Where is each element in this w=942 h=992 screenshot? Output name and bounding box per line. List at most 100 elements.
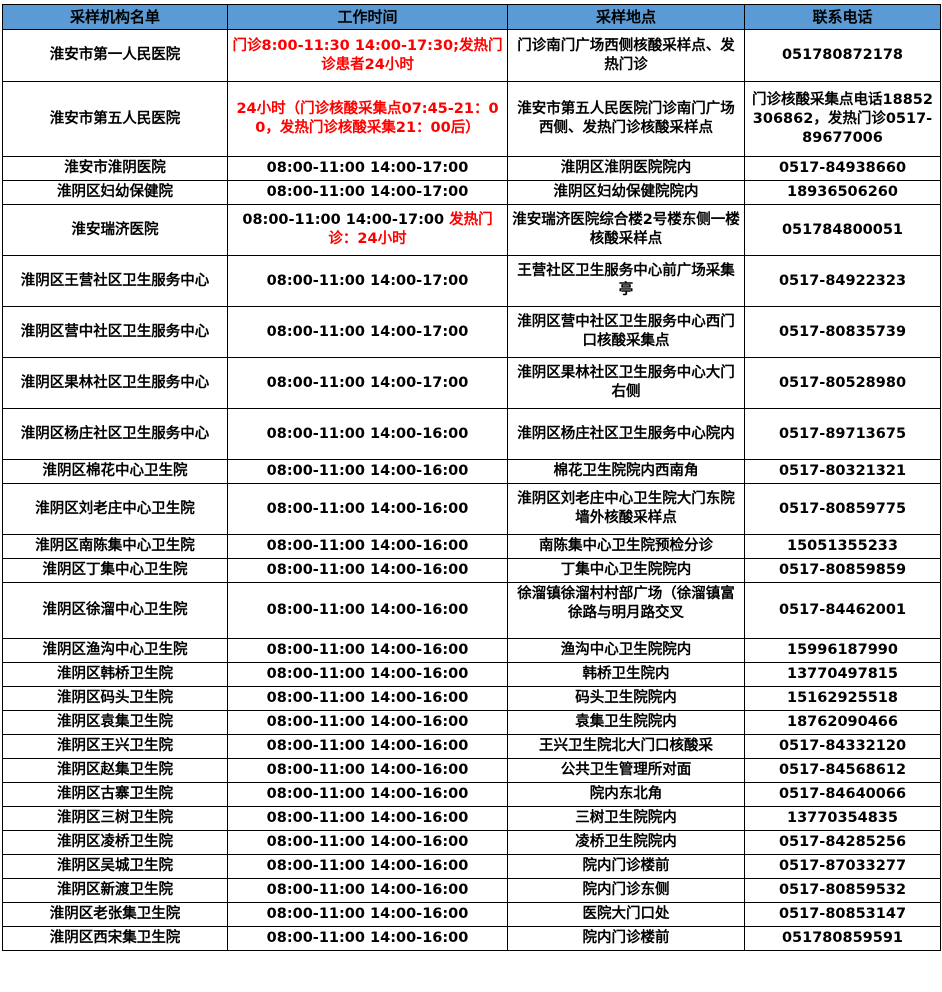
fever-clinic-hours: 发热门诊：24小时: [328, 212, 493, 247]
org-name: 淮阴区营中社区卫生服务中心: [2, 306, 228, 358]
contact-phone: 13770354835: [744, 806, 941, 831]
work-hours: 08:00-11:00 14:00-16:00: [227, 878, 508, 903]
work-hours-text: 08:00-11:00 14:00-16:00: [266, 834, 469, 850]
org-name: 淮阴区吴城卫生院: [2, 854, 228, 879]
work-hours-text: 08:00-11:00 14:00-16:00: [266, 602, 469, 618]
org-name: 淮阴区渔沟中心卫生院: [2, 638, 228, 663]
work-hours-text: 08:00-11:00 14:00-17:00: [266, 374, 469, 391]
work-hours-text: 08:00-11:00 14:00-16:00: [266, 690, 469, 706]
work-hours: 08:00-11:00 14:00-16:00: [227, 806, 508, 831]
sampling-location: 南陈集中心卫生院预检分诊: [507, 534, 745, 559]
sampling-sites-table: 采样机构名单 工作时间 采样地点 联系电话 淮安市第一人民医院门诊8:00-11…: [2, 4, 941, 951]
contact-phone: 051780859591: [744, 926, 941, 951]
contact-phone: 18762090466: [744, 710, 941, 735]
contact-phone: 门诊核酸采集点电话18852306862，发热门诊0517-89677006: [744, 81, 941, 157]
work-hours-text: 08:00-11:00 14:00-16:00: [266, 666, 469, 682]
contact-phone: 0517-80853147: [744, 902, 941, 927]
org-name: 淮阴区王营社区卫生服务中心: [2, 255, 228, 307]
work-hours: 08:00-11:00 14:00-16:00: [227, 854, 508, 879]
contact-phone: 18936506260: [744, 180, 941, 205]
sampling-location: 渔沟中心卫生院院内: [507, 638, 745, 663]
contact-phone: 0517-84462001: [744, 582, 941, 639]
work-hours: 08:00-11:00 14:00-17:00: [227, 255, 508, 307]
org-name: 淮阴区王兴卫生院: [2, 734, 228, 759]
work-hours: 08:00-11:00 14:00-16:00: [227, 686, 508, 711]
work-hours-text: 门诊8:00-11:30 14:00-17:30;发热门诊患者24小时: [232, 37, 503, 73]
work-hours: 08:00-11:00 14:00-16:00: [227, 582, 508, 639]
sampling-location: 淮安市第五人民医院门诊南门广场西侧、发热门诊核酸采样点: [507, 81, 745, 157]
work-hours-text: 08:00-11:00 14:00-17:00: [266, 323, 469, 340]
header-time: 工作时间: [227, 4, 508, 30]
contact-phone: 0517-80835739: [744, 306, 941, 358]
contact-phone: 0517-84568612: [744, 758, 941, 783]
sampling-location: 门诊南门广场西侧核酸采样点、发热门诊: [507, 29, 745, 82]
work-hours-text: 08:00-11:00 14:00-16:00: [266, 930, 469, 946]
sampling-location: 三树卫生院院内: [507, 806, 745, 831]
org-name: 淮阴区三树卫生院: [2, 806, 228, 831]
org-name: 淮阴区南陈集中心卫生院: [2, 534, 228, 559]
org-name: 淮阴区杨庄社区卫生服务中心: [2, 408, 228, 460]
org-name: 淮阴区西宋集卫生院: [2, 926, 228, 951]
header-location: 采样地点: [507, 4, 745, 30]
table-row: 淮阴区南陈集中心卫生院 08:00-11:00 14:00-16:00 南陈集中心卫…: [2, 534, 941, 559]
header-row: 采样机构名单 工作时间 采样地点 联系电话: [2, 4, 941, 30]
work-hours-text: 08:00-11:00 14:00-16:00: [266, 538, 469, 554]
org-name: 淮阴区丁集中心卫生院: [2, 558, 228, 583]
org-name: 淮阴区赵集卫生院: [2, 758, 228, 783]
contact-phone: 0517-84332120: [744, 734, 941, 759]
contact-phone: 15996187990: [744, 638, 941, 663]
contact-phone: 13770497815: [744, 662, 941, 687]
contact-phone: 0517-80528980: [744, 357, 941, 409]
sampling-location: 王营社区卫生服务中心前广场采集亭: [507, 255, 745, 307]
work-hours-text: 08:00-11:00 14:00-16:00: [266, 882, 469, 898]
work-hours-text: 08:00-11:00 14:00-16:00: [266, 425, 469, 442]
work-hours-text: 08:00-11:00 14:00-16:00: [266, 810, 469, 826]
work-hours: 门诊8:00-11:30 14:00-17:30;发热门诊患者24小时: [227, 29, 508, 82]
org-name: 淮安瑞济医院: [2, 204, 228, 256]
page: 采样机构名单 工作时间 采样地点 联系电话 淮安市第一人民医院门诊8:00-11…: [2, 4, 941, 951]
sampling-location: 王兴卫生院北大门口核酸采: [507, 734, 745, 759]
work-hours-text: 08:00-11:00 14:00-16:00: [266, 786, 469, 802]
sampling-location: 淮阴区营中社区卫生服务中心西门口核酸采集点: [507, 306, 745, 358]
work-hours-text: 08:00-11:00 14:00-16:00: [266, 562, 469, 578]
contact-phone: 0517-80321321: [744, 459, 941, 484]
org-name: 淮阴区果林社区卫生服务中心: [2, 357, 228, 409]
work-hours-text: 08:00-11:00 14:00-16:00: [266, 500, 469, 517]
org-name: 淮阴区凌桥卫生院: [2, 830, 228, 855]
work-hours: 08:00-11:00 14:00-16:00: [227, 534, 508, 559]
org-name: 淮阴区袁集卫生院: [2, 710, 228, 735]
sampling-location: 淮安瑞济医院综合楼2号楼东侧一楼核酸采样点: [507, 204, 745, 256]
work-hours-text: 08:00-11:00 14:00-16:00: [266, 738, 469, 754]
contact-phone: 0517-84285256: [744, 830, 941, 855]
sampling-location: 院内东北角: [507, 782, 745, 807]
contact-phone: 0517-87033277: [744, 854, 941, 879]
work-hours: 08:00-11:00 14:00-16:00: [227, 926, 508, 951]
contact-phone: 0517-84922323: [744, 255, 941, 307]
contact-phone: 0517-80859775: [744, 483, 941, 535]
org-name: 淮阴区古寨卫生院: [2, 782, 228, 807]
org-name: 淮阴区妇幼保健院: [2, 180, 228, 205]
table-row: 淮安市第一人民医院门诊8:00-11:30 14:00-17:30;发热门诊患者…: [2, 29, 941, 82]
org-name: 淮安市第五人民医院: [2, 81, 228, 157]
contact-phone: 051780872178: [744, 29, 941, 82]
work-hours: 08:00-11:00 14:00-17:00 发热门诊：24小时: [227, 204, 508, 256]
org-name: 淮安市淮阴医院: [2, 156, 228, 181]
header-org: 采样机构名单: [2, 4, 228, 30]
work-hours-text: 08:00-11:00 14:00-17:00: [266, 160, 469, 176]
org-name: 淮阴区新渡卫生院: [2, 878, 228, 903]
sampling-location: 徐溜镇徐溜村村部广场（徐溜镇富徐路与明月路交叉: [507, 582, 745, 639]
sampling-location: 淮阴区刘老庄中心卫生院大门东院墙外核酸采样点: [507, 483, 745, 535]
work-hours: 08:00-11:00 14:00-17:00: [227, 306, 508, 358]
